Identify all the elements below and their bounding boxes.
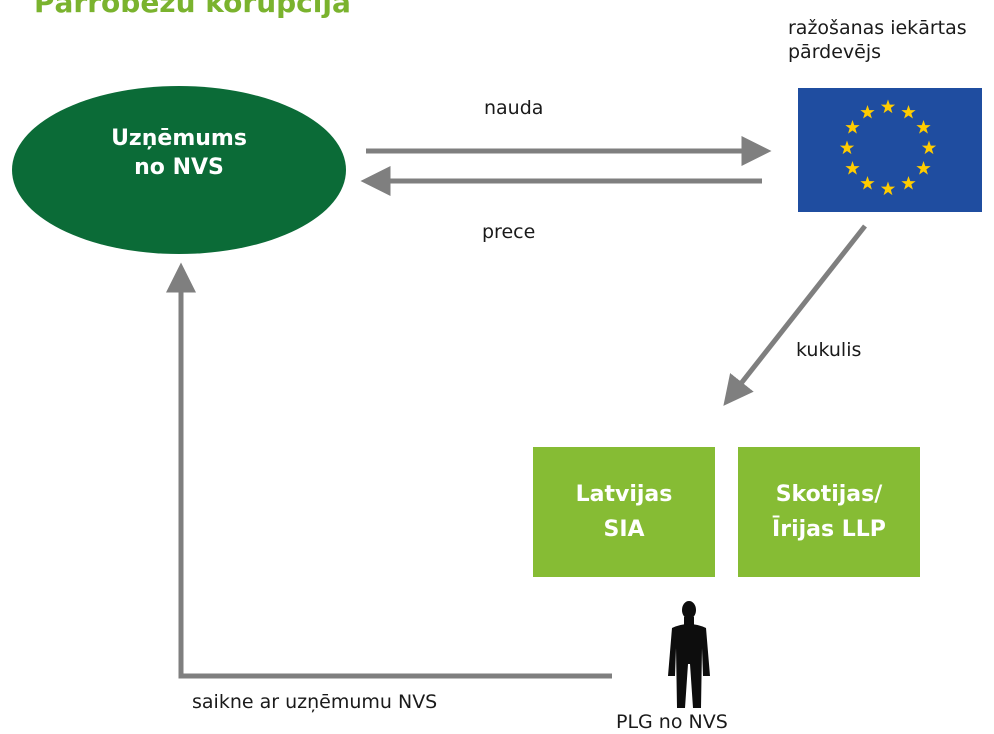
eu-star-icon: [916, 161, 931, 175]
eu-star-icon: [860, 176, 875, 190]
seller-label-line-2: pārdevējs: [788, 41, 882, 63]
eu-star-icon: [916, 120, 931, 134]
company-ellipse: Uzņēmums no NVS: [12, 86, 346, 254]
seller-label-line-1: ražošanas iekārtas: [788, 17, 967, 39]
eu-star-icon: [901, 176, 916, 190]
money-arrow-label: nauda: [484, 97, 544, 119]
box-latvian-sia-line-1: Latvijas: [575, 482, 673, 507]
box-scotland-ireland-llp: Skotijas/ Īrijas LLP: [738, 447, 920, 577]
eu-flag-icon: [798, 88, 982, 212]
company-ellipse-text: Uzņēmums no NVS: [12, 124, 346, 182]
eu-star-icon: [860, 104, 875, 119]
page-title: Pārrobežu korupcija: [34, 0, 351, 19]
eu-star-icon: [880, 181, 896, 196]
link-arrow-label: saikne ar uzņēmumu NVS: [192, 691, 438, 713]
seller-label: ražošanas iekārtas pārdevējs: [788, 16, 967, 64]
box-scotland-line-2: Īrijas LLP: [772, 517, 886, 542]
eu-star-icon: [845, 161, 860, 175]
eu-star-icon: [845, 120, 860, 134]
bribe-arrow: [723, 224, 867, 406]
eu-star-icon: [880, 99, 896, 114]
company-line-2: no NVS: [134, 155, 224, 180]
box-scotland-line-1: Skotijas/: [775, 482, 883, 507]
eu-star-icon: [921, 140, 937, 155]
eu-star-icon: [901, 104, 916, 119]
person-label: PLG no NVS: [616, 711, 728, 733]
box-latvian-sia-line-2: SIA: [603, 517, 645, 542]
box-latvian-sia: Latvijas SIA: [533, 447, 715, 577]
eu-star-icon: [839, 140, 855, 155]
goods-arrow-label: prece: [482, 221, 536, 243]
bribe-arrow-label: kukulis: [796, 339, 862, 361]
company-line-1: Uzņēmums: [111, 126, 247, 151]
link-arrow: [166, 262, 612, 679]
person-silhouette-icon: [668, 601, 710, 708]
